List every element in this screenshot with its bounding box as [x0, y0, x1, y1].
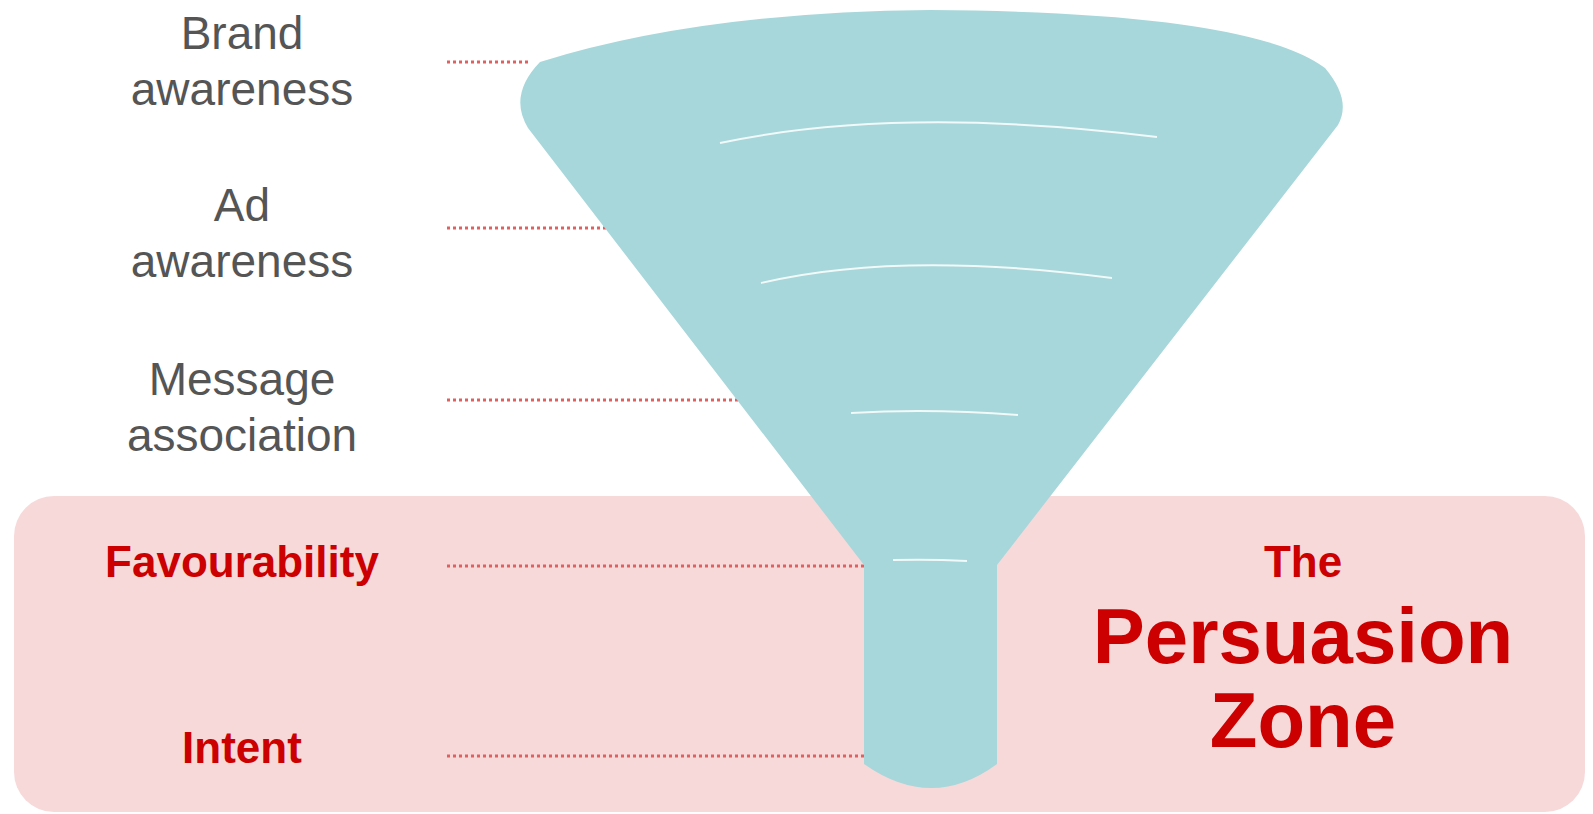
- zone-title: Persuasion Zone: [1063, 594, 1543, 762]
- leader-line: [447, 61, 530, 64]
- zone-item: Favourability: [32, 536, 452, 588]
- zone-title-prefix: The: [1153, 536, 1453, 588]
- persuasion-zone-band: FavourabilityIntent ThePersuasion Zone: [14, 496, 1585, 812]
- funnel-highlight: [761, 265, 1112, 283]
- leader-line: [447, 227, 610, 230]
- funnel-stage-label: Brand awareness: [112, 5, 372, 117]
- leader-line: [447, 399, 740, 402]
- funnel-stage-label: Ad awareness: [112, 177, 372, 289]
- funnel-stage-label: Message association: [112, 351, 372, 463]
- funnel-highlight: [720, 122, 1157, 143]
- zone-item: Intent: [32, 722, 452, 774]
- funnel-highlight: [851, 411, 1018, 415]
